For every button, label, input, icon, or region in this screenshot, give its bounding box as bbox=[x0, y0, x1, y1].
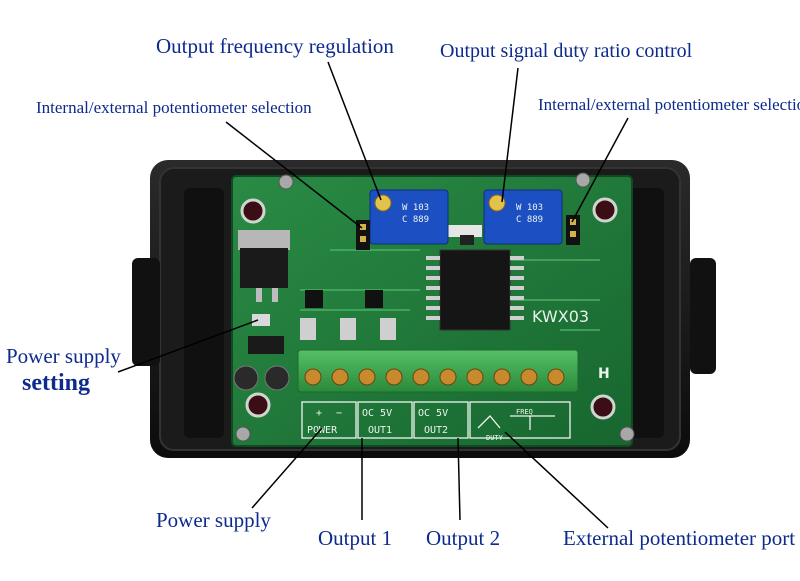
label-power-supply-setting-line2: setting bbox=[22, 370, 90, 396]
duty-silk-label: DUTY bbox=[486, 434, 504, 442]
power-plus-label: + bbox=[316, 408, 322, 419]
label-external-pot-port: External potentiometer port bbox=[563, 526, 795, 550]
out1-oc5v-label: OC 5V bbox=[362, 408, 392, 419]
power-terminal-label: POWER bbox=[307, 425, 338, 436]
label-power-supply-setting-line1: Power supply bbox=[6, 344, 121, 368]
svg-text:W 103: W 103 bbox=[402, 203, 429, 213]
board-model-label: KWX03 bbox=[532, 307, 589, 326]
callout-lines bbox=[117, 61, 629, 529]
svg-text:C 889: C 889 bbox=[402, 215, 429, 225]
out2-terminal-label: OUT2 bbox=[424, 425, 448, 436]
left-jumper bbox=[356, 220, 370, 250]
svg-text:C 889: C 889 bbox=[516, 215, 543, 225]
freq-silk-label: FREQ bbox=[516, 408, 533, 416]
frequency-potentiometer: W 103 C 889 bbox=[369, 189, 449, 245]
out2-oc5v-label: OC 5V bbox=[418, 408, 448, 419]
label-pot-selection-left: Internal/external potentiometer selectio… bbox=[36, 98, 312, 117]
label-frequency-regulation: Output frequency regulation bbox=[156, 34, 394, 58]
label-pot-selection-right: Internal/external potentiometer selectio… bbox=[538, 95, 800, 114]
right-jumper bbox=[566, 215, 580, 245]
svg-text:W 103: W 103 bbox=[516, 203, 543, 213]
board-mark-h: H bbox=[598, 366, 610, 382]
label-output-1: Output 1 bbox=[318, 526, 392, 550]
pcb-board: W 103 C 889 W 103 C 889 KWX03 H bbox=[231, 172, 635, 447]
out1-terminal-label: OUT1 bbox=[368, 425, 392, 436]
power-minus-label: − bbox=[336, 408, 342, 419]
terminal-silkscreen bbox=[301, 401, 571, 439]
label-duty-ratio-control: Output signal duty ratio control bbox=[440, 40, 693, 62]
label-output-2: Output 2 bbox=[426, 526, 500, 550]
duty-potentiometer: W 103 C 889 bbox=[483, 189, 563, 245]
label-power-supply: Power supply bbox=[156, 508, 271, 532]
terminal-block bbox=[297, 349, 579, 393]
